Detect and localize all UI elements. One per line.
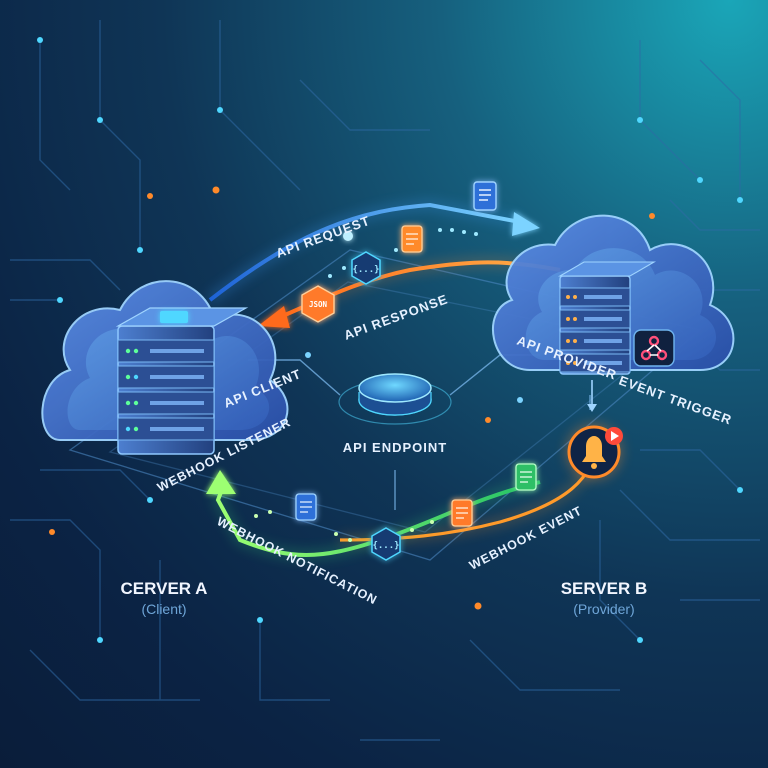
document-icon	[473, 181, 497, 211]
server-b-role: (Provider)	[573, 601, 634, 617]
api-endpoint-label: API ENDPOINT	[343, 440, 447, 455]
document-icon-orange-event	[451, 499, 473, 527]
api-request-label: API REQUEST	[274, 213, 372, 261]
document-icon-blue-webhook	[295, 493, 317, 521]
api-endpoint-node	[338, 373, 452, 425]
server-b-name: SERVER B	[561, 579, 648, 598]
circuit-dots	[37, 37, 743, 643]
bell-icon	[566, 424, 623, 480]
server-a-rack	[115, 307, 249, 455]
api-response-label: API RESPONSE	[342, 291, 450, 343]
provider-to-bell-arrowhead	[587, 404, 597, 412]
webhook-notification-label: WEBHOOK NOTIFICATION	[215, 514, 380, 607]
event-trigger-label: EVENT TRIGGER	[617, 373, 734, 428]
webhook-notification-arrowhead	[206, 470, 236, 494]
api-request-arrowhead	[512, 212, 540, 236]
document-icon-orange	[401, 225, 423, 253]
document-icon-green	[515, 463, 537, 491]
code-braces-icon-webhook: {...}	[371, 527, 401, 561]
code-braces-icon: {...}	[351, 251, 381, 285]
api-response-arrowhead	[258, 306, 290, 328]
svg-text:JSON: JSON	[309, 300, 328, 309]
json-icon: JSON	[301, 285, 335, 323]
server-a-name: CERVER A	[121, 579, 208, 598]
svg-text:{...}: {...}	[352, 265, 379, 275]
server-b-rack	[557, 261, 657, 375]
api-request-flow	[206, 199, 540, 304]
svg-text:{...}: {...}	[372, 541, 399, 551]
server-a-role: (Client)	[141, 601, 186, 617]
particle-trails	[254, 228, 478, 542]
webhook-logo-icon	[633, 329, 675, 367]
